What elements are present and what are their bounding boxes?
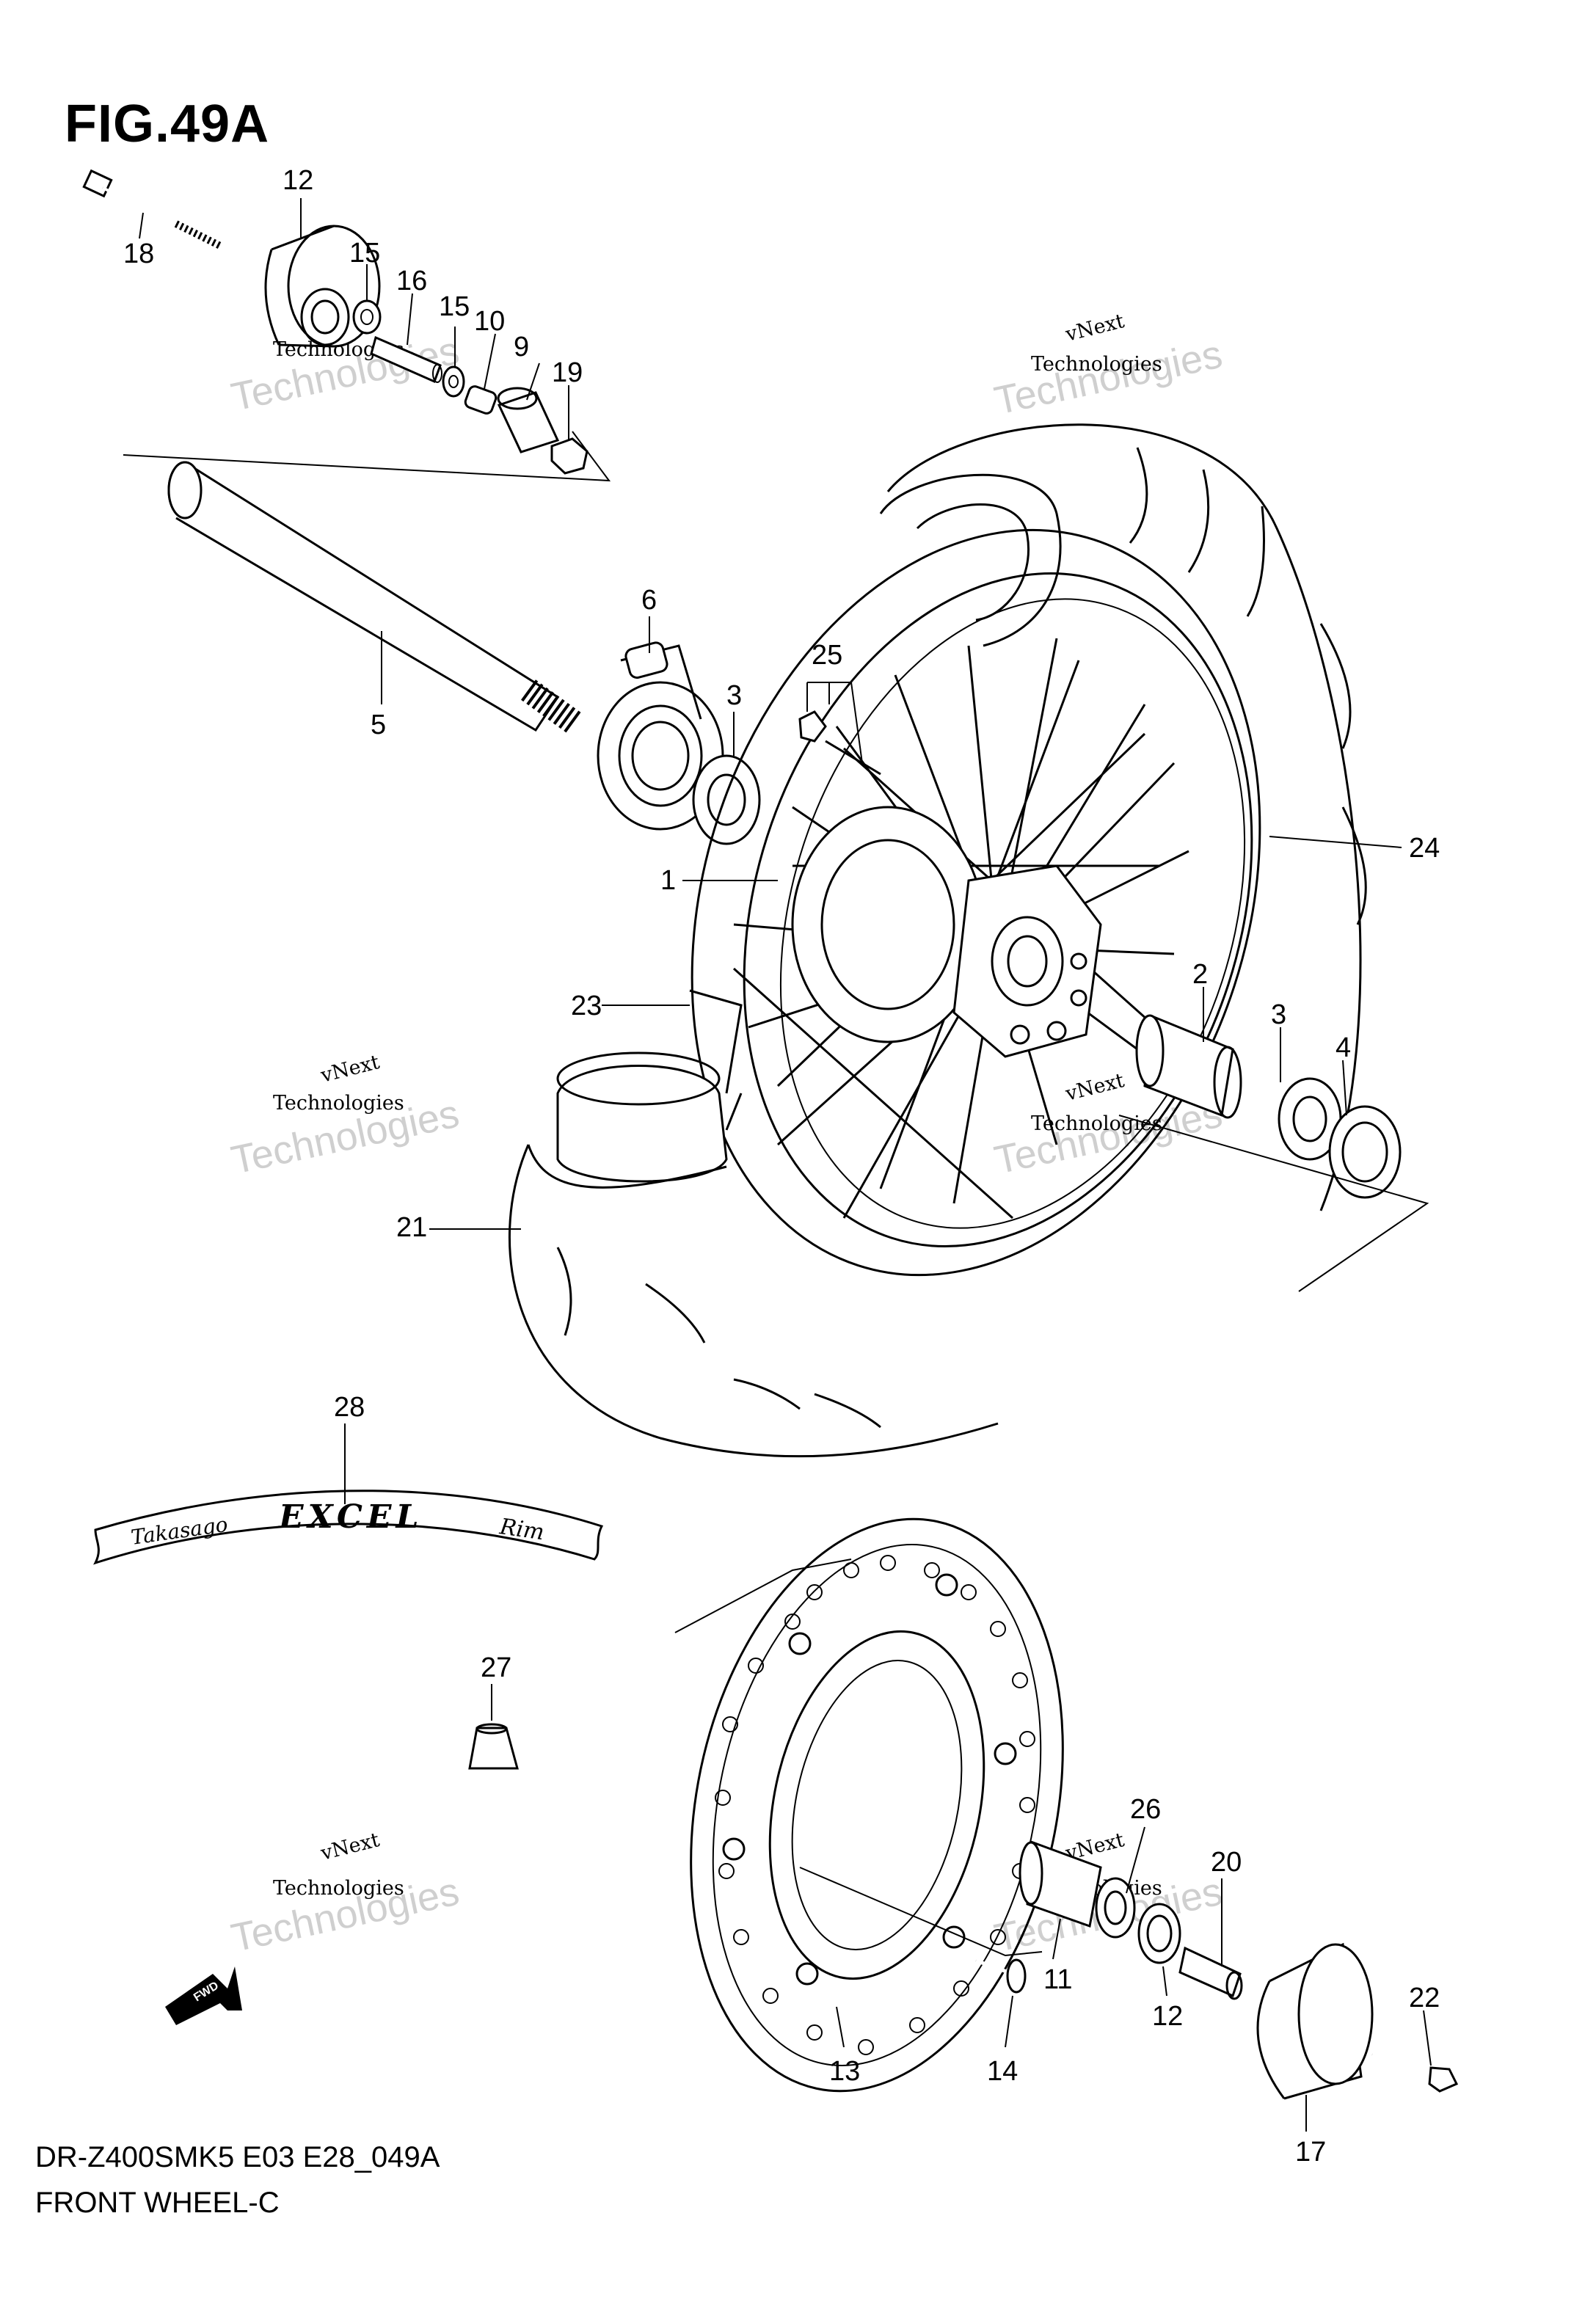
watermark-2: Technologies vNext Technologies	[991, 310, 1226, 423]
group-bracket-top	[123, 431, 611, 482]
svg-text:vNext: vNext	[1063, 1069, 1126, 1106]
figure-name: FRONT WHEEL-C	[35, 2187, 280, 2219]
inner-tube-23	[556, 989, 743, 1183]
valve-cap-27	[468, 1723, 519, 1770]
callout-18: 19	[552, 357, 583, 388]
callout-15a: 15	[349, 238, 380, 269]
callout-25: 25	[812, 640, 842, 671]
disc-bolt-10	[975, 1958, 1027, 1994]
callout-16: 16	[396, 266, 427, 296]
callout-3-right: 3	[1271, 999, 1286, 1030]
front-axle-5	[167, 461, 581, 733]
svg-text:vNext: vNext	[318, 1829, 382, 1865]
svg-text:vNext: vNext	[1063, 310, 1126, 346]
axle-collar-14	[1256, 1942, 1374, 2100]
fwd-arrow-icon: FWD	[165, 1966, 242, 2025]
wheel-hub-1	[791, 806, 1102, 1058]
callout-3-left: 3	[726, 680, 742, 711]
bearing-8	[1137, 1903, 1181, 1964]
leader-lines	[139, 198, 1432, 2132]
bolt-19	[1371, 2052, 1459, 2093]
nut-18	[550, 437, 589, 475]
group-bracket-disc	[674, 1558, 852, 1633]
valve-stem-22	[725, 1093, 743, 1131]
callout-24: 24	[1409, 833, 1440, 864]
rim-decal-suffix: Rim	[498, 1514, 546, 1545]
axle-bolt-17	[82, 169, 222, 249]
callout-4: 4	[1336, 1032, 1351, 1063]
callout-14: 17	[1295, 2137, 1326, 2168]
washer-15b	[442, 365, 465, 398]
oil-seal-4	[1328, 1105, 1402, 1199]
figure-title: FIG.49A	[65, 95, 270, 153]
callout-8: 12	[1152, 2001, 1183, 2032]
callout-19: 22	[1409, 1983, 1440, 2013]
tire-24	[879, 423, 1367, 1211]
spacer-20	[1178, 1946, 1243, 2000]
callout-13: 12	[283, 165, 313, 196]
callout-20: 20	[1211, 1847, 1242, 1878]
spacer-7	[1019, 1840, 1102, 1928]
callout-27: 27	[481, 1652, 511, 1683]
group-bracket-right	[1118, 1115, 1429, 1292]
svg-text:Technologies: Technologies	[1031, 353, 1162, 376]
speedometer-gearbox-6	[597, 641, 724, 831]
model-code: DR-Z400SMK5 E03 E28_049A	[35, 2141, 440, 2173]
callout-23: 23	[571, 991, 602, 1021]
tire-21	[509, 1144, 999, 1458]
callout-11: 9	[514, 332, 529, 362]
disc-bolt-leader	[799, 1867, 1043, 1957]
callout-2: 2	[1192, 959, 1208, 990]
ring-12	[464, 385, 498, 415]
rim-decal-28: Takasago EXCEL Rim	[93, 1490, 604, 1565]
dust-seal-26	[1095, 1877, 1136, 1939]
spacer-11	[497, 387, 560, 453]
spacer-2	[1135, 1014, 1242, 1119]
callout-6: 6	[641, 585, 657, 616]
callout-7: 11	[1043, 1964, 1072, 1995]
svg-text:Technologies: Technologies	[273, 1877, 404, 1900]
callout-26: 26	[1130, 1794, 1161, 1825]
valve-cap-25	[798, 710, 881, 776]
callout-1: 1	[660, 865, 676, 896]
svg-text:Technologies: Technologies	[991, 332, 1226, 423]
callout-12: 10	[474, 306, 505, 337]
brake-disc-9	[690, 1517, 1064, 2093]
washer-15a	[352, 299, 382, 335]
callout-15b: 15	[439, 291, 470, 322]
callout-10: 14	[987, 2056, 1018, 2087]
bearing-3-right	[1278, 1077, 1342, 1161]
spacer-16	[370, 335, 442, 384]
callout-28: 28	[334, 1392, 365, 1423]
svg-text:Technologies: Technologies	[273, 1092, 404, 1115]
rim-decal-model: EXCEL	[277, 1498, 423, 1536]
callout-21: 21	[396, 1212, 427, 1243]
callout-9: 13	[829, 2056, 860, 2087]
svg-text:vNext: vNext	[318, 1051, 382, 1087]
callout-17: 18	[123, 238, 154, 269]
callout-labels: 12 18 15 16 15 10 9 19 5 6 3 25 1 24 2 3…	[123, 165, 1440, 2168]
watermark-3: Technologies vNext Technologies	[227, 1051, 463, 1183]
watermark-5: Technologies vNext Technologies	[227, 1829, 463, 1961]
wheel-rim	[690, 528, 1261, 1277]
bearing-3-left	[692, 754, 761, 845]
svg-text:Technologies: Technologies	[991, 1092, 1226, 1183]
callout-5: 5	[371, 710, 386, 740]
